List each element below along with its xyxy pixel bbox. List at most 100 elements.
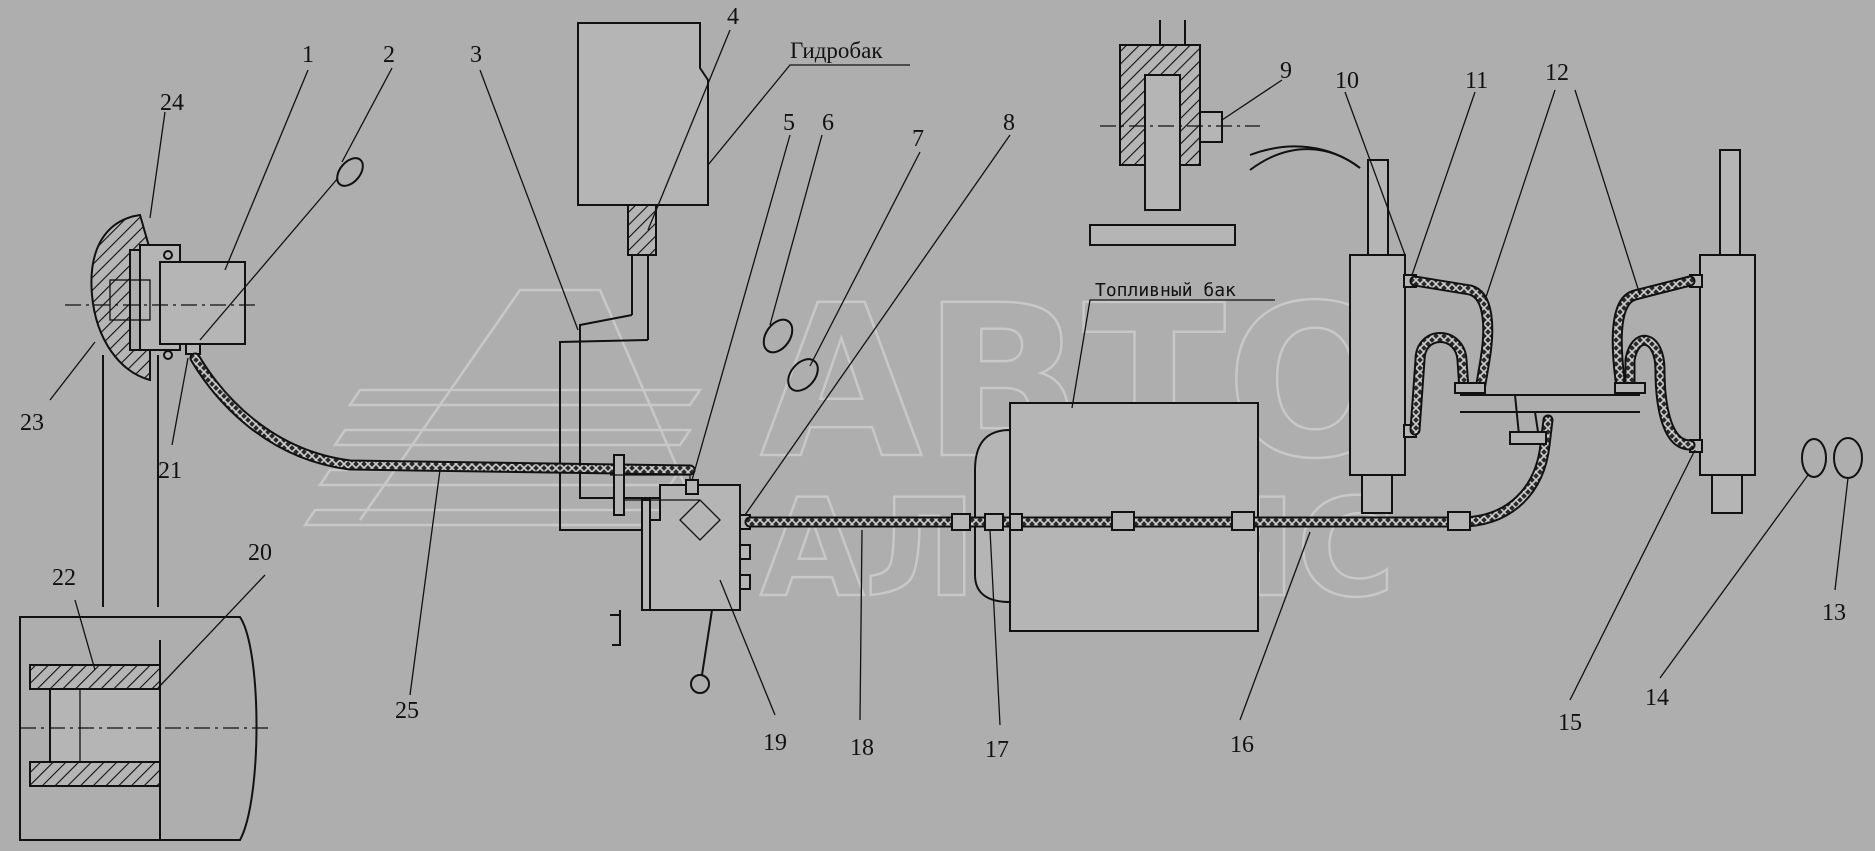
leader-16 <box>1239 531 1311 721</box>
leader-4 <box>647 29 731 231</box>
section-shaft-top <box>1159 20 1186 45</box>
leader-14 <box>1659 474 1809 679</box>
leader-17 <box>989 529 1001 726</box>
tee <box>1614 382 1646 394</box>
callout-14: 14 <box>1645 685 1669 711</box>
distributor-mount-leg <box>610 610 621 646</box>
distributor-bracket <box>641 499 651 611</box>
cylinder-right-rod <box>1719 149 1741 256</box>
section-view-9 <box>1089 20 1361 246</box>
clamp <box>1447 511 1471 531</box>
callout-12: 12 <box>1545 60 1569 86</box>
coupling <box>951 513 971 531</box>
callout-7: 7 <box>912 126 924 152</box>
callout-4: 4 <box>727 4 739 30</box>
callout-10: 10 <box>1335 68 1359 94</box>
leader-12a <box>1484 89 1556 301</box>
watermark-logo <box>302 288 703 527</box>
callout-13: 13 <box>1822 600 1846 626</box>
leader-lines <box>49 29 1849 726</box>
leader-fuel-tank <box>1071 299 1275 409</box>
callout-3: 3 <box>470 42 482 68</box>
leader-19 <box>719 579 776 716</box>
callout-11: 11 <box>1465 68 1488 94</box>
bolt <box>163 250 173 260</box>
callout-16: 16 <box>1230 732 1254 758</box>
fitting <box>739 544 751 560</box>
hydro-tank <box>577 22 709 340</box>
callout-24: 24 <box>160 90 184 116</box>
left-pump-assembly <box>65 157 364 382</box>
leader-11 <box>1411 91 1476 276</box>
leader-12b <box>1574 89 1641 296</box>
clamp <box>1111 511 1135 531</box>
leader-18 <box>859 529 863 721</box>
distributor-bracket <box>613 454 625 516</box>
leader-2 <box>341 67 393 163</box>
leader-23 <box>49 341 96 401</box>
bolt <box>163 350 173 360</box>
distributor-19 <box>610 318 819 694</box>
o-ring-13 <box>1833 437 1863 479</box>
hydro-tank-filter <box>627 204 657 256</box>
leader-10 <box>1344 91 1406 256</box>
o-ring-14 <box>1801 438 1827 478</box>
detail-sleeve-bottom <box>29 761 161 787</box>
leader-2b <box>199 177 339 341</box>
tee <box>1509 431 1547 445</box>
cylinder-left <box>1349 159 1417 514</box>
o-ring-7 <box>787 358 819 392</box>
callout-23: 23 <box>20 410 44 436</box>
coupling <box>1009 513 1023 531</box>
callout-2: 2 <box>383 42 395 68</box>
leader-22 <box>74 599 96 671</box>
section-shaft <box>1144 74 1181 211</box>
leader-3 <box>479 69 579 331</box>
detail-plug <box>49 688 81 763</box>
callout-22: 22 <box>52 565 76 591</box>
callout-18: 18 <box>850 735 874 761</box>
callout-6: 6 <box>822 110 834 136</box>
drive-shaft <box>109 279 151 321</box>
distributor-lever-knob <box>690 674 710 694</box>
detail-outline <box>19 616 258 841</box>
leader-5 <box>691 134 791 481</box>
o-ring-6 <box>762 318 794 354</box>
section-arrow-upper <box>1249 145 1361 169</box>
callout-1: 1 <box>302 42 314 68</box>
cylinder-left-body <box>1349 254 1406 476</box>
callout-8: 8 <box>1003 110 1015 136</box>
suction-pipe-inner <box>559 339 660 531</box>
caption-fuel-tank: Топливный бак <box>1095 280 1236 301</box>
caption-hydro-tank: Гидробак <box>790 38 883 63</box>
detail-view <box>19 355 270 841</box>
cylinder-right <box>1689 149 1756 514</box>
callout-numbers: 1 2 3 4 5 6 7 8 9 10 11 12 13 14 15 16 1… <box>20 4 1846 763</box>
suction-pipe-3 <box>559 314 660 531</box>
clamp <box>1231 511 1255 531</box>
cylinder-left-bottom <box>1361 474 1393 514</box>
tee <box>1454 382 1486 394</box>
leader-20 <box>157 574 266 689</box>
leader-9 <box>1221 79 1283 121</box>
pump-outlet-fitting <box>185 343 201 355</box>
fitting <box>739 574 751 590</box>
coupling-17 <box>984 513 1004 531</box>
engine-housing-section <box>90 213 152 382</box>
callout-19: 19 <box>763 730 787 756</box>
detail-bore <box>49 688 161 763</box>
callout-5: 5 <box>783 110 795 136</box>
leader-hydro-tank <box>707 64 910 166</box>
leader-7 <box>809 151 921 367</box>
hydro-tank-body <box>577 22 709 206</box>
leader-24 <box>149 111 166 219</box>
cylinder-right-body <box>1699 254 1756 476</box>
fitting-5 <box>685 479 699 495</box>
callout-20: 20 <box>248 540 272 566</box>
callout-21: 21 <box>158 458 182 484</box>
cylinder-right-bottom <box>1711 474 1743 514</box>
callout-15: 15 <box>1558 710 1582 736</box>
leader-21 <box>171 357 189 446</box>
